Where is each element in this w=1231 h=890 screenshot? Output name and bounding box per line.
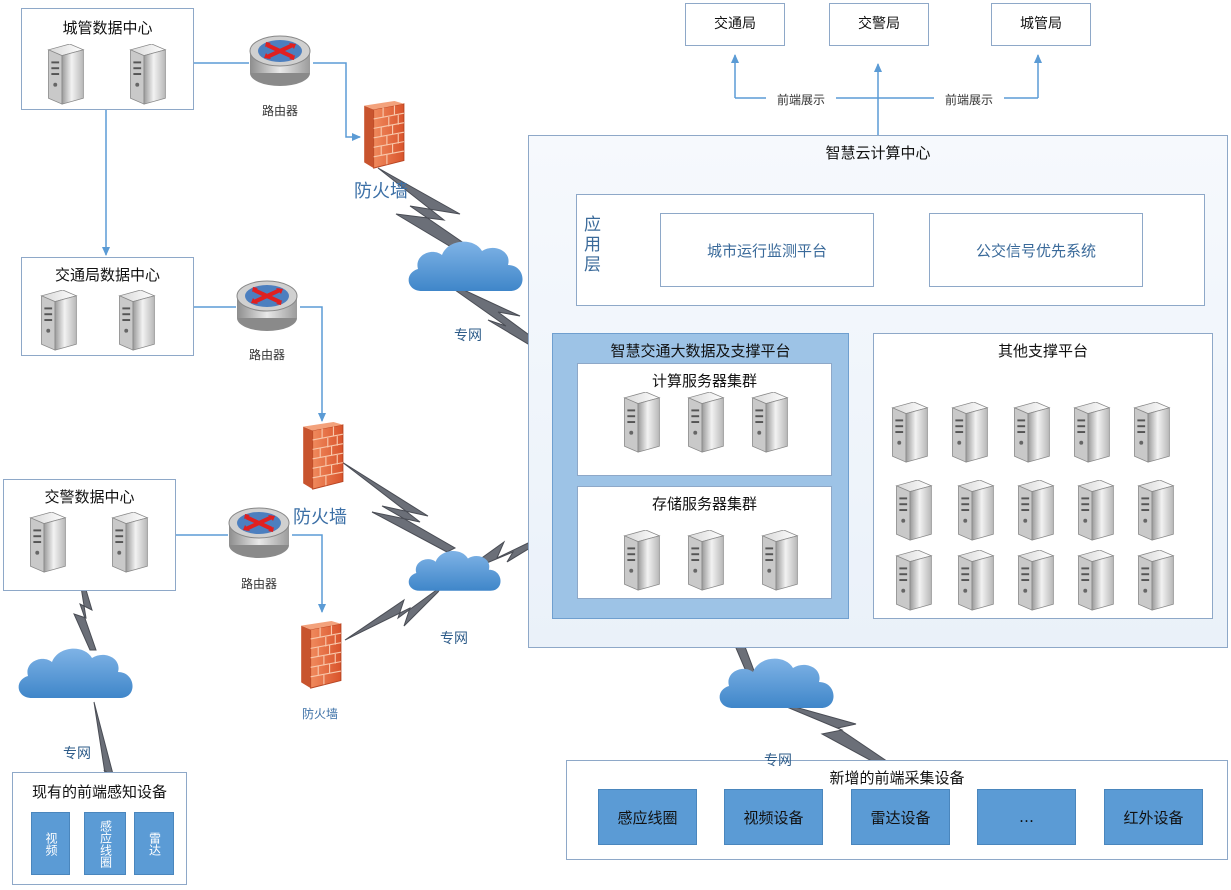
cloud-center-title: 智慧云计算中心 — [825, 144, 931, 162]
new-device-induction-loop: 感应线圈 — [598, 789, 697, 845]
agency-label: 城管局 — [1020, 16, 1062, 32]
server-icon — [623, 392, 660, 453]
server-icon — [687, 392, 724, 453]
storage-cluster-title: 存储服务器集群 — [651, 495, 757, 513]
server-icon — [687, 530, 724, 591]
server-icon — [1017, 480, 1054, 541]
other-platform-title: 其他支撑平台 — [997, 342, 1088, 360]
server-icon — [40, 290, 77, 351]
server-icon — [957, 550, 994, 611]
server-icon — [29, 512, 66, 573]
new-device-video: 视频设备 — [724, 789, 823, 845]
router-label: 路由器 — [261, 104, 298, 118]
server-icon — [895, 550, 932, 611]
data-center-title: 城管数据中心 — [62, 19, 153, 37]
existing-device-video: 视频 — [31, 812, 70, 875]
server-icon — [951, 402, 988, 463]
front-display-label-left: 前端展示 — [766, 91, 836, 108]
router-label: 路由器 — [240, 577, 277, 591]
server-icon — [1077, 480, 1114, 541]
firewall-label: 防火墙 — [302, 707, 339, 721]
private-network-cloud-icon — [408, 550, 501, 591]
firewall-label: 防火墙 — [293, 507, 347, 528]
existing-devices-title: 现有的前端感知设备 — [31, 783, 167, 801]
server-icon — [957, 480, 994, 541]
server-icon — [47, 44, 84, 105]
platform-bus-signal-priority: 公交信号优先系统 — [929, 213, 1143, 287]
firewall-icon — [300, 620, 342, 689]
new-device-ellipsis: … — [977, 789, 1076, 845]
private-network-label: 专网 — [764, 753, 792, 769]
agency-jiaojingju: 交警局 — [829, 3, 929, 46]
agency-label: 交警局 — [858, 16, 900, 32]
private-network-cloud-icon — [18, 648, 133, 698]
private-network-cloud-icon — [408, 241, 523, 291]
bigdata-title: 智慧交通大数据及支撑平台 — [610, 342, 791, 360]
private-network-label: 专网 — [454, 328, 482, 344]
application-layer-label: 应用层 — [584, 215, 601, 275]
server-icon — [118, 290, 155, 351]
agency-chengguanju: 城管局 — [991, 3, 1091, 46]
private-network-cloud-icon — [719, 658, 834, 708]
server-icon — [1017, 550, 1054, 611]
server-icon — [1077, 550, 1114, 611]
server-icon — [1013, 402, 1050, 463]
firewall-label: 防火墙 — [354, 181, 408, 202]
platform-city-monitoring: 城市运行监测平台 — [660, 213, 874, 287]
agency-jiaotongju: 交通局 — [685, 3, 785, 46]
server-icon — [1137, 550, 1174, 611]
server-icon — [1133, 402, 1170, 463]
compute-cluster-title: 计算服务器集群 — [651, 372, 757, 390]
server-icon — [1137, 480, 1174, 541]
firewall-icon — [302, 421, 344, 490]
firewall-icon — [363, 100, 405, 169]
router-icon — [228, 506, 290, 559]
existing-device-radar: 雷达 — [134, 812, 174, 875]
server-icon — [895, 480, 932, 541]
private-network-label: 专网 — [63, 746, 91, 762]
server-icon — [129, 44, 166, 105]
existing-device-induction-loop: 感应线圈 — [84, 812, 126, 875]
router-label: 路由器 — [248, 348, 285, 362]
new-device-infrared: 红外设备 — [1104, 789, 1203, 845]
new-devices-title: 新增的前端采集设备 — [829, 769, 965, 787]
private-network-label: 专网 — [440, 631, 468, 647]
server-icon — [891, 402, 928, 463]
new-device-radar: 雷达设备 — [851, 789, 950, 845]
server-icon — [761, 530, 798, 591]
server-icon — [111, 512, 148, 573]
server-icon — [751, 392, 788, 453]
data-center-title: 交通局数据中心 — [54, 266, 160, 284]
agency-label: 交通局 — [714, 16, 756, 32]
front-display-label-right: 前端展示 — [934, 91, 1004, 108]
router-icon — [236, 279, 298, 332]
server-icon — [623, 530, 660, 591]
data-center-title: 交警数据中心 — [44, 488, 135, 506]
server-icon — [1073, 402, 1110, 463]
router-icon — [249, 34, 311, 87]
